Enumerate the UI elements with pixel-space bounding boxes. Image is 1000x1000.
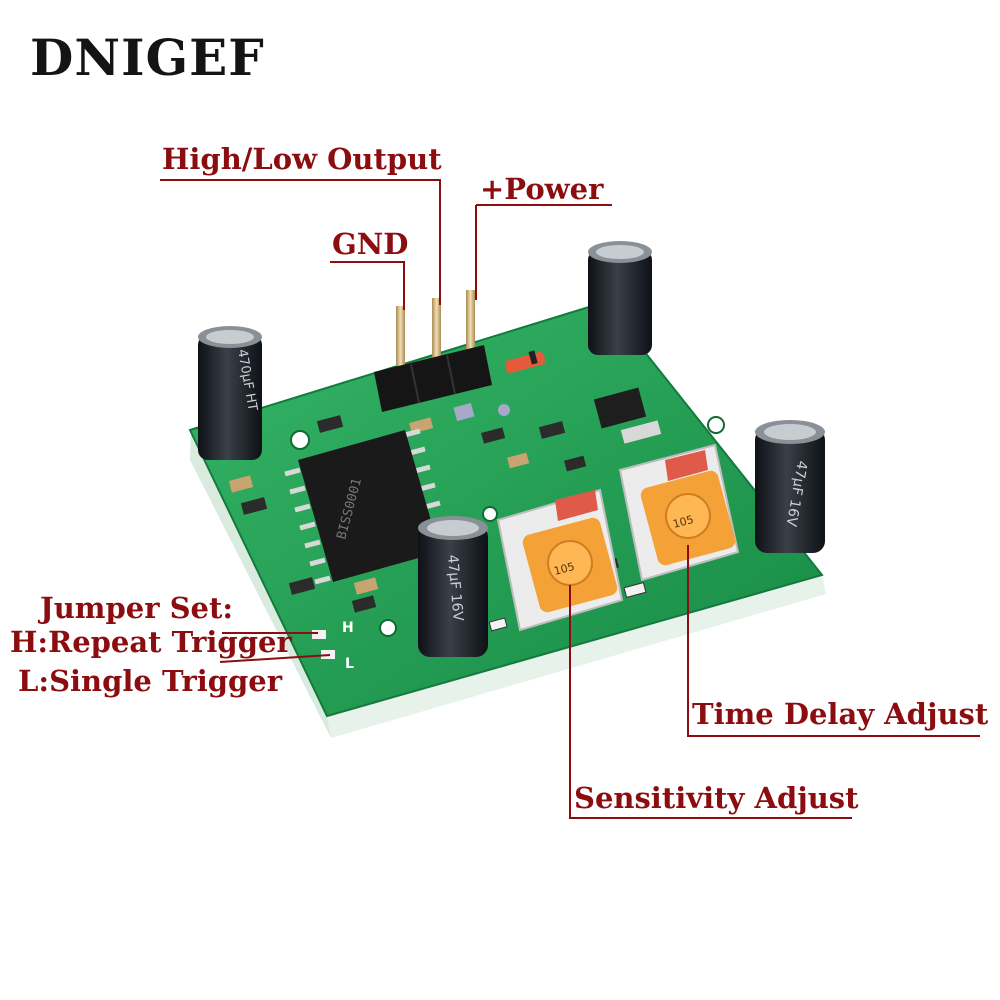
jumper-set-title: Jumper Set: <box>40 591 234 625</box>
capacitor-top <box>588 241 652 355</box>
time-delay-label: Time Delay Adjust <box>692 697 989 731</box>
sensitivity-pot-code: 105 <box>552 560 576 578</box>
gnd-leader <box>330 261 405 310</box>
jumper-leader-l <box>219 654 331 663</box>
sensitivity-label: Sensitivity Adjust <box>574 781 859 815</box>
capacitor-left: 470µF HT <box>198 326 262 460</box>
time-delay-leader <box>687 545 980 737</box>
gnd-label: GND <box>332 227 409 261</box>
cap-front-marking: 47µF 16V <box>444 554 466 622</box>
jumper-l-label: L:Single Trigger <box>18 664 283 698</box>
power-label: +Power <box>480 172 604 206</box>
silk-l-marking: L <box>345 656 354 672</box>
biss0001-chip: BISS0001 <box>284 428 451 585</box>
silk-h-marking: H <box>342 620 354 636</box>
capacitor-front: 47µF 16V <box>418 516 488 657</box>
time-delay-potentiometer[interactable]: 105 <box>618 443 740 582</box>
jumper-h-label: H:Repeat Trigger <box>10 625 292 659</box>
high-low-output-leader <box>160 179 441 305</box>
brand-logo-text: DNIGEF <box>30 28 265 87</box>
capacitor-right: 47µF 16V <box>755 420 825 553</box>
time-delay-pot-code: 105 <box>671 513 695 531</box>
pcb-board <box>188 300 826 738</box>
callout-lines <box>160 179 980 819</box>
sensitivity-leader <box>569 585 852 819</box>
pin-header <box>374 290 492 412</box>
sensitivity-potentiometer[interactable]: 105 <box>496 488 624 632</box>
high-low-output-label: High/Low Output <box>162 142 442 176</box>
